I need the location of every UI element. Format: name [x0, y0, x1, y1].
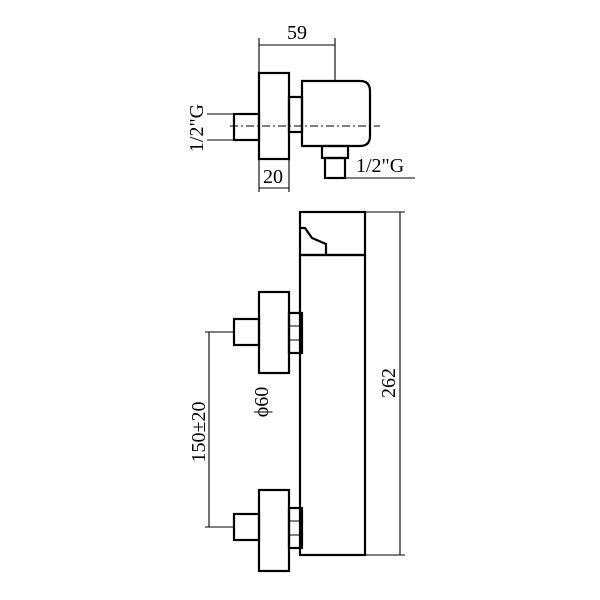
- plan-valve-body: [300, 79, 372, 148]
- front-main-body: [298, 253, 367, 557]
- dim-20-text: 20: [263, 166, 283, 188]
- front-lower-nut: [287, 506, 304, 550]
- front-lower-nut-hex: [289, 520, 302, 536]
- dim-phi60-text: ϕ60: [251, 387, 273, 418]
- front-upper-escutcheon: [257, 290, 291, 375]
- dim-59-text: 59: [287, 22, 307, 44]
- dim-150-text: 150±20: [188, 402, 210, 463]
- plan-outlet-pipe: [323, 156, 347, 180]
- plan-inlet-pipe: [232, 112, 261, 142]
- plan-connector-nut: [287, 95, 304, 134]
- front-upper-nut: [287, 311, 304, 355]
- dim-262-text: 262: [378, 368, 400, 398]
- dim-outlet-thread-text: 1/2"G: [356, 155, 404, 177]
- front-lower-escutcheon: [257, 488, 291, 573]
- front-view: 262 150±20 ϕ60: [188, 210, 405, 573]
- front-upper-pipe: [232, 317, 261, 347]
- plan-escutcheon-plate: [257, 71, 291, 161]
- plan-outlet-nut: [320, 144, 350, 160]
- dim-inlet-thread-text: 1/2"G: [186, 104, 208, 152]
- front-upper-nut-hex: [289, 325, 302, 341]
- front-handle-grip: [300, 226, 328, 255]
- front-lower-pipe: [232, 512, 261, 542]
- plan-view: 59 1/2"G 20 1/2"G: [186, 22, 415, 192]
